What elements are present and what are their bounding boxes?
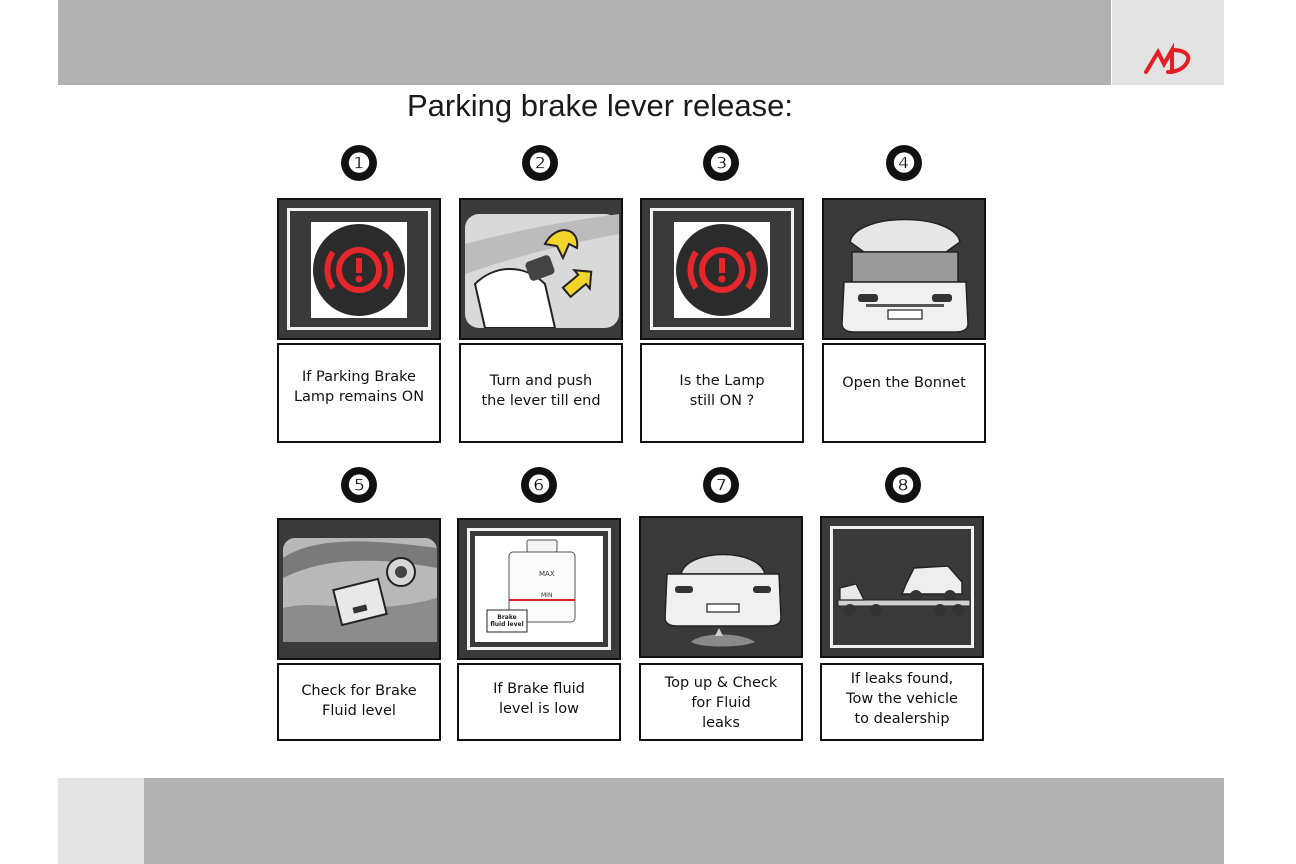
- step-number-2: ❷: [522, 145, 558, 181]
- brake-warning-lamp-icon: [311, 222, 407, 318]
- step-number-7: ❼: [703, 467, 739, 503]
- step-8-image: [820, 516, 984, 658]
- tow-truck-illustration: [837, 565, 971, 616]
- brake-fluid-reservoir-photo: [283, 538, 437, 642]
- step-1-caption: If Parking Brake Lamp remains ON: [277, 343, 441, 443]
- car-bonnet-open-illustration: [841, 218, 969, 333]
- step-7-image: [639, 516, 803, 658]
- logo-box: [1112, 0, 1224, 85]
- step-4-caption: Open the Bonnet: [822, 343, 986, 443]
- step-number-5: ❺: [341, 467, 377, 503]
- step-5-image: [277, 518, 441, 660]
- step-8-caption: If leaks found, Tow the vehicle to deale…: [820, 663, 984, 741]
- step-6-caption: If Brake fluid level is low: [457, 663, 621, 741]
- step-number-8: ❽: [885, 467, 921, 503]
- step-number-4: ❹: [886, 145, 922, 181]
- step-1-image: [277, 198, 441, 340]
- page-title: Parking brake lever release:: [407, 88, 793, 123]
- step-6-image: MAX MIN Brake fluid level: [457, 518, 621, 660]
- fluid-level-label: Brake fluid level: [490, 614, 524, 628]
- max-mark-label: MAX: [539, 570, 555, 578]
- step-number-1: ❶: [341, 145, 377, 181]
- step-3-image: [640, 198, 804, 340]
- brake-warning-lamp-icon: [674, 222, 770, 318]
- step-number-3: ❸: [703, 145, 739, 181]
- lever-turn-push-illustration: [465, 214, 619, 328]
- step-3-caption: Is the Lamp still ON ?: [640, 343, 804, 443]
- step-2-caption: Turn and push the lever till end: [459, 343, 623, 443]
- step-4-image: [822, 198, 986, 340]
- header-band: [58, 0, 1111, 85]
- min-mark-label: MIN: [541, 592, 553, 599]
- car-fluid-leak-illustration: [664, 553, 782, 647]
- step-7-caption: Top up & Check for Fluid leaks: [639, 663, 803, 741]
- footer-page-box: [58, 778, 144, 864]
- step-number-6: ❻: [521, 467, 557, 503]
- fluid-level-diagram: [475, 536, 603, 642]
- mahindra-logo-icon: [1144, 42, 1191, 74]
- step-2-image: [459, 198, 623, 340]
- footer-band: [144, 778, 1224, 864]
- step-5-caption: Check for Brake Fluid level: [277, 663, 441, 741]
